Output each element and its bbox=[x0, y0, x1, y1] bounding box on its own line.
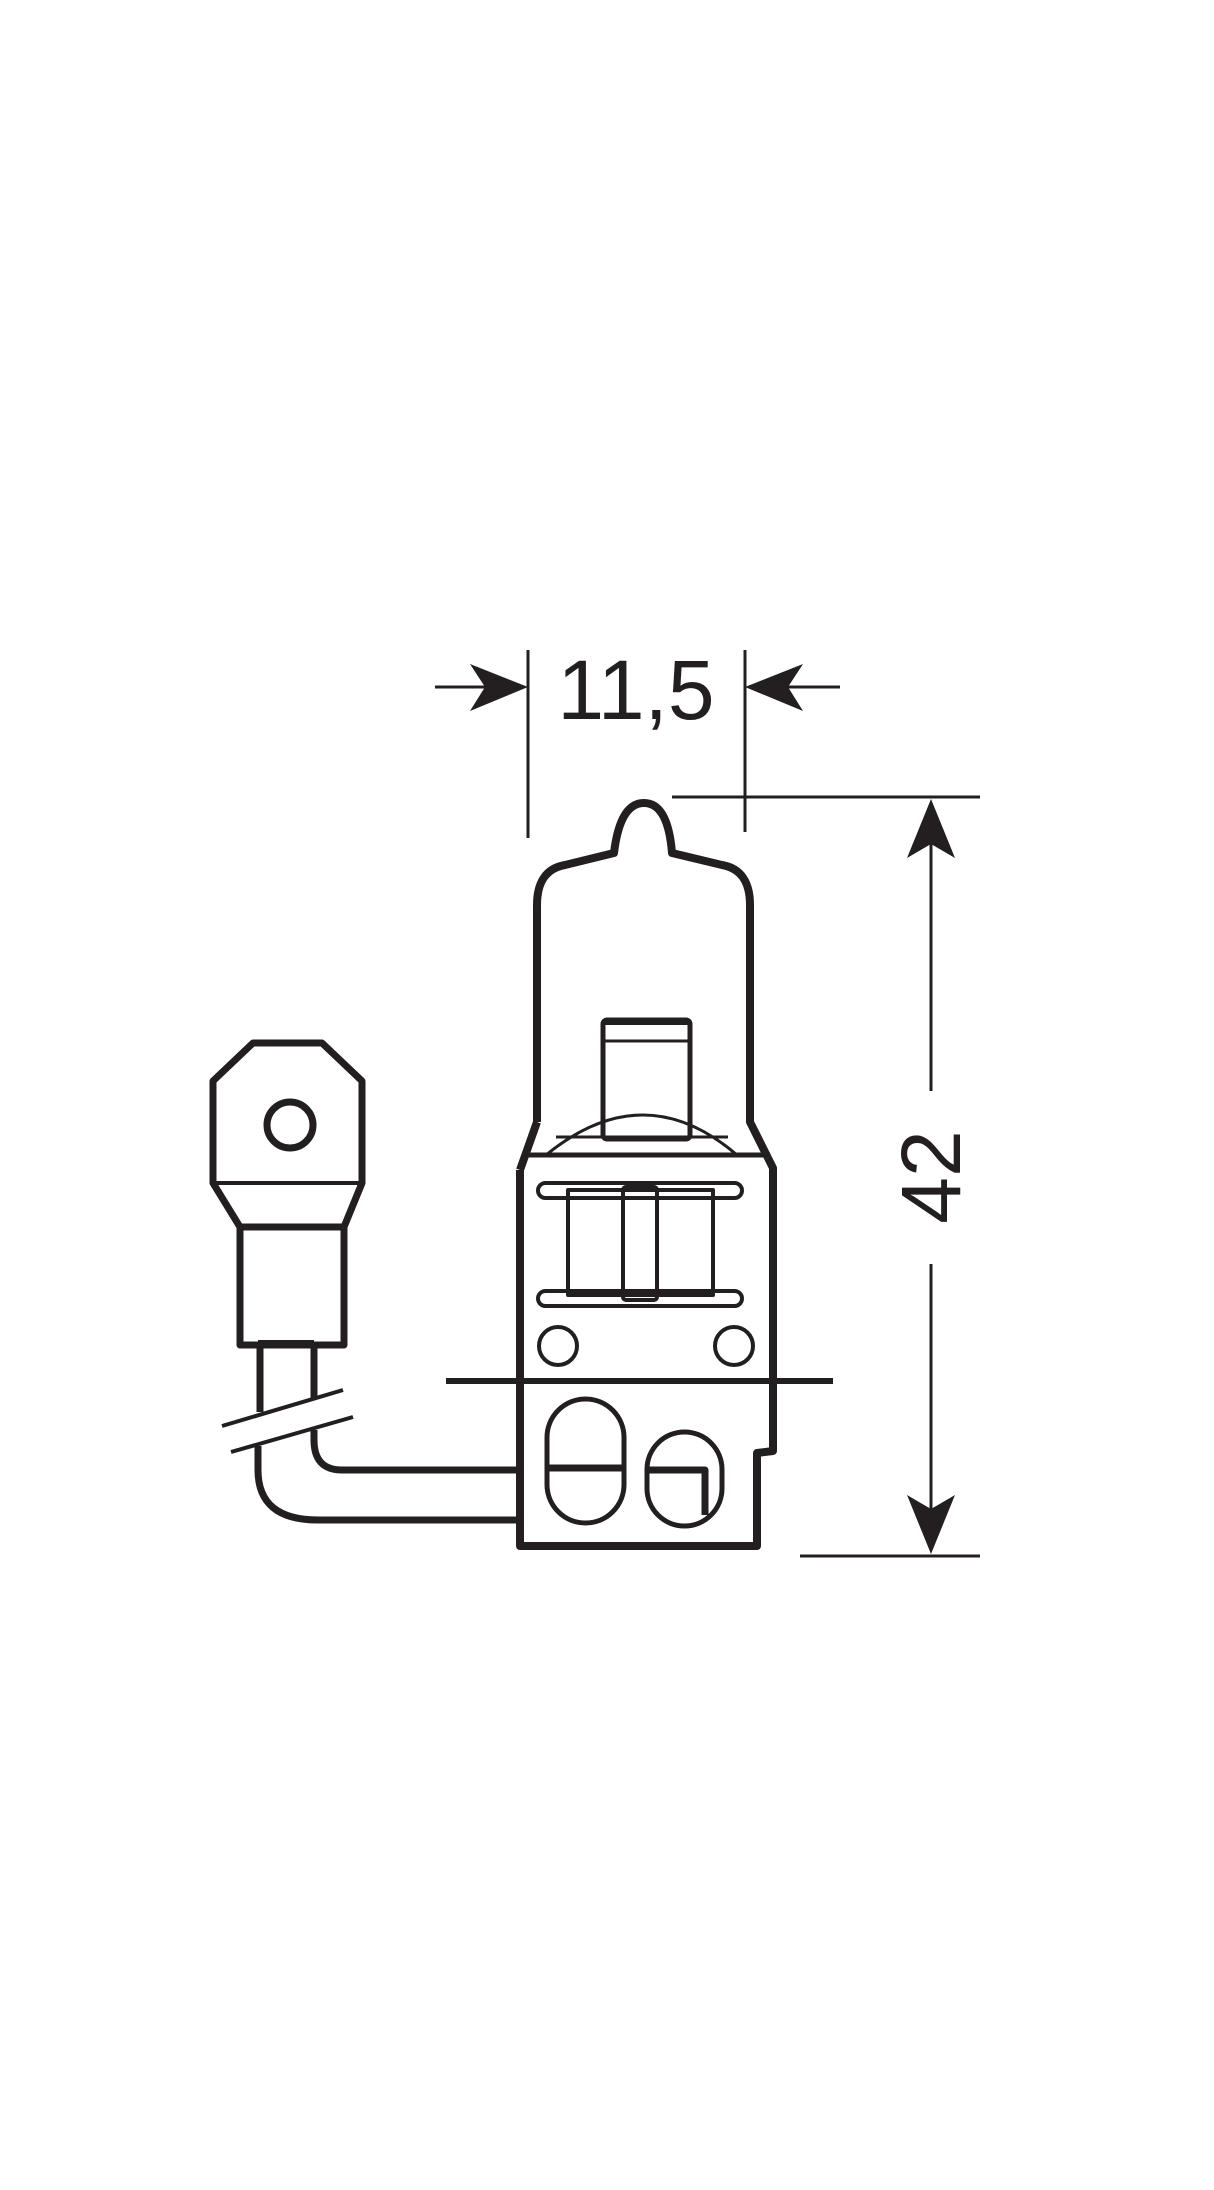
wire-outer bbox=[254, 1446, 520, 1524]
break-mark-upper bbox=[221, 1388, 344, 1428]
glass-envelope bbox=[533, 799, 772, 1160]
ring-terminal-hole bbox=[263, 1098, 317, 1152]
arrow-up-icon bbox=[907, 799, 955, 858]
arrow-right-icon bbox=[470, 664, 528, 711]
contact-oval-right-bar bbox=[649, 1466, 709, 1515]
bulb-base bbox=[516, 1156, 777, 1550]
rivet-right bbox=[713, 1325, 755, 1367]
contact-oval-left bbox=[544, 1396, 627, 1526]
wire-inner bbox=[310, 1430, 520, 1474]
clip-ellipse-bottom bbox=[536, 1289, 744, 1308]
glass-envelope-left-taper bbox=[516, 1120, 541, 1172]
height-dimension bbox=[672, 795, 980, 1558]
clip-frame bbox=[566, 1188, 715, 1297]
clip-ellipse-top bbox=[536, 1181, 744, 1200]
arrow-down-icon bbox=[907, 1495, 955, 1554]
terminal-sleeve bbox=[236, 1223, 348, 1349]
height-dimension-label: 42 bbox=[884, 1130, 978, 1223]
rivet-left bbox=[537, 1325, 579, 1367]
contact-oval-right bbox=[644, 1429, 725, 1529]
clip-center-bar bbox=[621, 1185, 659, 1302]
break-mark-lower bbox=[230, 1415, 354, 1454]
width-dimension-label: 11,5 bbox=[557, 643, 714, 737]
width-dimension bbox=[435, 650, 840, 838]
reflector-dome bbox=[545, 1113, 738, 1157]
arrow-left-icon bbox=[745, 664, 803, 711]
ring-terminal bbox=[209, 1039, 366, 1231]
